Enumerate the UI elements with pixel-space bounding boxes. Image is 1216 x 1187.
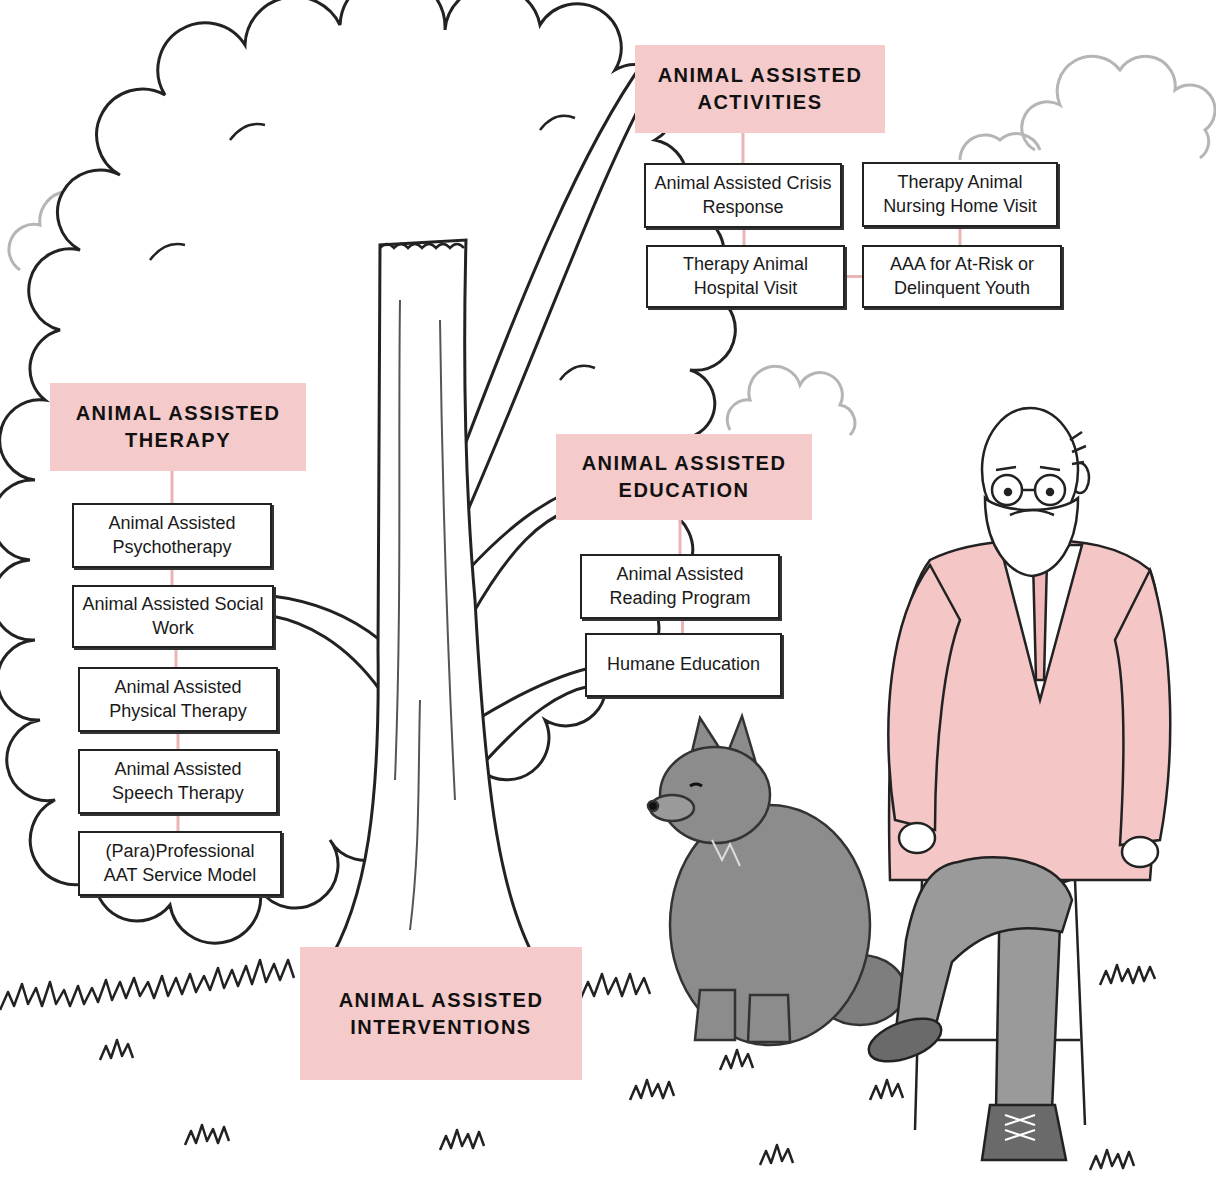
- bark-line: [410, 700, 420, 930]
- activity-box: Animal Assisted Psychotherapy: [72, 503, 272, 568]
- boot: [982, 1105, 1066, 1160]
- moustache: [1010, 510, 1054, 515]
- category-title: ANIMAL ASSISTED THERAPY: [60, 400, 296, 454]
- hand: [1122, 837, 1158, 867]
- category-box: ANIMAL ASSISTED ACTIVITIES: [635, 45, 885, 133]
- canopy-stroke: [560, 366, 595, 380]
- dog: [648, 716, 905, 1045]
- category-box: ANIMAL ASSISTED INTERVENTIONS: [300, 947, 582, 1080]
- box-label: Animal Assisted Social Work: [82, 593, 264, 640]
- tie: [1033, 560, 1047, 680]
- activity-box: Animal Assisted Reading Program: [580, 554, 780, 619]
- box-label: AAA for At-Risk or Delinquent Youth: [872, 253, 1052, 300]
- eyebrows: [996, 467, 1060, 470]
- bark-line: [395, 300, 400, 780]
- canopy-stroke: [540, 116, 575, 130]
- activity-box: Therapy Animal Hospital Visit: [646, 245, 845, 308]
- grass-tuft: [100, 1040, 133, 1060]
- grass-tuft: [580, 974, 650, 1000]
- box-label: Animal Assisted Psychotherapy: [82, 512, 262, 559]
- grass-tuft: [440, 1130, 484, 1150]
- hand: [899, 823, 935, 853]
- connector-line: [679, 520, 682, 554]
- box-label: Humane Education: [607, 653, 760, 676]
- connector-line: [742, 133, 745, 163]
- man-on-stool: [863, 408, 1170, 1160]
- box-label: Animal Assisted Speech Therapy: [88, 758, 268, 805]
- dog-leg: [748, 995, 790, 1042]
- activity-box: Animal Assisted Crisis Response: [644, 163, 842, 228]
- jacket-arm: [1115, 570, 1170, 845]
- eye: [1047, 489, 1053, 495]
- glasses-bridge: [1022, 489, 1035, 492]
- branch: [468, 492, 570, 615]
- activity-box: Animal Assisted Physical Therapy: [78, 667, 278, 732]
- trunk-cut: [380, 244, 464, 248]
- canopy-stroke: [230, 124, 265, 140]
- connector-line: [959, 227, 962, 245]
- connector-line: [743, 228, 746, 245]
- category-title: ANIMAL ASSISTED ACTIVITIES: [645, 62, 875, 116]
- connector-line: [177, 732, 180, 749]
- canopy-stroke: [150, 244, 185, 260]
- grass-tuft: [870, 1080, 903, 1100]
- activity-box: Humane Education: [585, 633, 782, 697]
- branch: [476, 668, 590, 765]
- grass-tuft: [1090, 1150, 1134, 1170]
- connector-line: [175, 648, 178, 667]
- activity-box: (Para)Professional AAT Service Model: [78, 831, 282, 896]
- hair: [1070, 432, 1086, 464]
- bark-line: [440, 320, 455, 800]
- bark-lines: [395, 300, 455, 930]
- box-label: (Para)Professional AAT Service Model: [88, 840, 272, 887]
- category-box: ANIMAL ASSISTED EDUCATION: [556, 434, 812, 520]
- grass-tuft: [630, 1080, 674, 1100]
- box-label: Therapy Animal Hospital Visit: [656, 253, 835, 300]
- tree-trunk: [325, 240, 540, 968]
- box-label: Animal Assisted Crisis Response: [654, 172, 832, 219]
- stool-leg: [1075, 880, 1085, 1125]
- crossed-leg: [896, 857, 1072, 1040]
- shoe: [863, 1010, 947, 1070]
- category-title: ANIMAL ASSISTED INTERVENTIONS: [310, 987, 572, 1041]
- activity-box: Animal Assisted Social Work: [72, 585, 274, 648]
- connector-line: [171, 568, 174, 585]
- grass-tuft: [1100, 965, 1155, 985]
- activity-box: Animal Assisted Speech Therapy: [78, 749, 278, 814]
- connector-line: [681, 619, 684, 633]
- dog-fur: [712, 840, 740, 866]
- activity-box: Therapy Animal Nursing Home Visit: [862, 162, 1058, 227]
- grass-tuft: [720, 1050, 753, 1070]
- grass-tuft: [760, 1145, 793, 1165]
- category-box: ANIMAL ASSISTED THERAPY: [50, 383, 306, 471]
- glasses: [992, 475, 1022, 505]
- dog-leg: [695, 990, 735, 1040]
- dog-nose: [648, 801, 658, 811]
- category-title: ANIMAL ASSISTED EDUCATION: [566, 450, 802, 504]
- branch: [272, 596, 380, 690]
- cloud: [1022, 56, 1215, 158]
- box-label: Animal Assisted Physical Therapy: [88, 676, 268, 723]
- boot-laces: [1005, 1115, 1035, 1140]
- grass-tuft: [185, 1125, 229, 1145]
- beard: [985, 498, 1078, 576]
- connector-line: [845, 275, 862, 278]
- activity-box: AAA for At-Risk or Delinquent Youth: [862, 245, 1062, 308]
- cloud: [960, 134, 1040, 160]
- box-label: Animal Assisted Reading Program: [590, 563, 770, 610]
- cloud: [727, 366, 855, 435]
- grass-tuft: [0, 960, 294, 1010]
- jacket-arm: [888, 565, 960, 830]
- dog-eye: [690, 784, 702, 786]
- connector-line: [171, 471, 174, 503]
- eye: [1005, 489, 1011, 495]
- glasses: [1035, 475, 1065, 505]
- connector-line: [177, 814, 180, 831]
- box-label: Therapy Animal Nursing Home Visit: [872, 171, 1048, 218]
